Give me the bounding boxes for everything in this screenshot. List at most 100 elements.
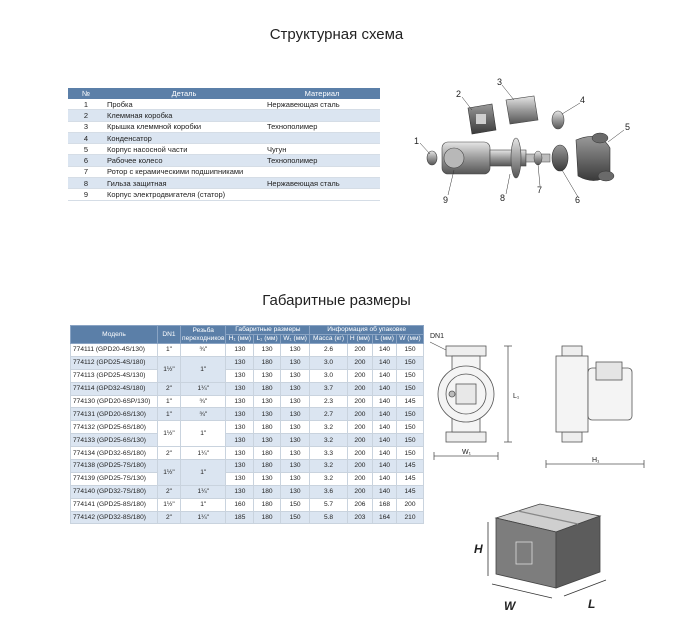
pump-dimension-drawing: DN1 L₁ W₁ H₁ bbox=[430, 333, 645, 468]
dims-header-pack: Информация об упаковке bbox=[309, 325, 424, 335]
dims-header-thread: Резьба переходников bbox=[179, 325, 227, 344]
dims-cell: 200 bbox=[346, 471, 374, 486]
dims-cell: 130 bbox=[225, 420, 255, 435]
parts-cell-part: Корпус электродвигателя (статор) bbox=[104, 188, 264, 201]
dims-cell: 140 bbox=[372, 343, 397, 357]
dims-cell: 130 bbox=[253, 394, 281, 409]
dims-cell: 130 bbox=[225, 446, 255, 461]
dims-cell: 200 bbox=[346, 420, 374, 435]
parts-cell-n: 9 bbox=[68, 188, 104, 201]
dims-cell: ¾" bbox=[179, 394, 227, 409]
parts-cell-n: 2 bbox=[68, 109, 104, 122]
dims-cell: 130 bbox=[279, 381, 311, 396]
dims-cell: 140 bbox=[372, 484, 397, 499]
dims-cell: 5.8 bbox=[309, 510, 348, 525]
parts-cell-material: Нержавеющая сталь bbox=[264, 99, 380, 111]
h1-label: H₁ bbox=[592, 457, 600, 464]
dims-subheader: H₁ (мм) bbox=[225, 334, 255, 344]
dims-cell: 145 bbox=[395, 394, 425, 409]
callout-2: 2 bbox=[456, 89, 461, 99]
dims-cell: 3.0 bbox=[309, 368, 348, 383]
dims-cell: 3.2 bbox=[309, 433, 348, 448]
dims-cell: ¾" bbox=[179, 407, 227, 422]
dims-cell: 774113 (GPD25-4S/130) bbox=[70, 368, 158, 383]
dims-cell: 130 bbox=[279, 343, 311, 357]
dims-cell: 1¼" bbox=[179, 381, 227, 396]
parts-cell-part: Крышка клеммной коробки bbox=[104, 121, 264, 133]
parts-cell-n: 8 bbox=[68, 177, 104, 190]
structure-title: Структурная схема bbox=[269, 26, 404, 43]
dims-cell: 206 bbox=[346, 497, 374, 512]
parts-cell-n: 1 bbox=[68, 99, 104, 111]
dims-cell: 2" bbox=[157, 446, 181, 461]
dims-cell: 130 bbox=[253, 471, 281, 486]
dims-header-dn1: DN1 bbox=[157, 325, 181, 344]
dims-cell: 3.7 bbox=[309, 381, 348, 396]
dims-cell: 130 bbox=[279, 484, 311, 499]
parts-cell-material: Технополимер bbox=[264, 154, 380, 167]
dims-cell: 180 bbox=[253, 484, 281, 499]
dims-cell: 140 bbox=[372, 355, 397, 370]
parts-cell-n: 3 bbox=[68, 121, 104, 133]
dims-cell: 2" bbox=[157, 381, 181, 396]
dims-cell: 200 bbox=[346, 446, 374, 461]
dims-cell: 130 bbox=[225, 381, 255, 396]
dims-cell: 145 bbox=[395, 471, 425, 486]
dims-cell: 180 bbox=[253, 355, 281, 370]
dims-cell: 180 bbox=[253, 446, 281, 461]
dims-cell: 1" bbox=[157, 394, 181, 409]
parts-cell-n: 7 bbox=[68, 166, 104, 179]
dn1-label: DN1 bbox=[430, 333, 444, 340]
parts-cell-part: Клеммная коробка bbox=[104, 109, 264, 122]
dims-cell: 2" bbox=[157, 510, 181, 525]
dims-cell: 1¼" bbox=[179, 510, 227, 525]
dims-cell: 3.3 bbox=[309, 446, 348, 461]
dims-cell: 130 bbox=[225, 343, 255, 357]
parts-cell-part: Ротор с керамическими подшипниками bbox=[104, 166, 264, 179]
dims-cell: 130 bbox=[279, 355, 311, 370]
parts-cell-part: Рабочее колесо bbox=[104, 154, 264, 167]
dims-cell: 5.7 bbox=[309, 497, 348, 512]
dims-cell: 145 bbox=[395, 459, 425, 473]
dims-cell: 164 bbox=[372, 510, 397, 525]
dims-cell: 180 bbox=[253, 510, 281, 525]
dims-cell: 200 bbox=[346, 368, 374, 383]
callout-9: 9 bbox=[443, 195, 448, 205]
parts-cell-material bbox=[264, 109, 380, 122]
dims-cell: 130 bbox=[225, 433, 255, 448]
dims-cell: 3.2 bbox=[309, 471, 348, 486]
dims-cell: 774132 (GPD25-6S/180) bbox=[70, 420, 158, 435]
dims-cell: 180 bbox=[253, 381, 281, 396]
dims-cell: 774139 (GPD25-7S/130) bbox=[70, 471, 158, 486]
parts-cell-part: Корпус насосной части bbox=[104, 143, 264, 156]
dims-subheader: W (мм) bbox=[395, 334, 425, 344]
callout-6: 6 bbox=[575, 195, 580, 205]
dims-cell: 130 bbox=[279, 471, 311, 486]
dims-cell: 130 bbox=[253, 368, 281, 383]
dims-cell: 150 bbox=[395, 446, 425, 461]
dims-cell: 180 bbox=[253, 459, 281, 473]
dims-cell: 774142 (GPD32-8S/180) bbox=[70, 510, 158, 525]
dims-cell: 1¼" bbox=[179, 484, 227, 499]
w1-label: W₁ bbox=[462, 449, 472, 456]
dims-cell: 774141 (GPD25-8S/180) bbox=[70, 497, 158, 512]
dims-cell: 130 bbox=[279, 420, 311, 435]
dims-cell: 150 bbox=[279, 510, 311, 525]
dims-cell: 130 bbox=[225, 407, 255, 422]
dims-cell: 140 bbox=[372, 407, 397, 422]
dims-cell: 185 bbox=[225, 510, 255, 525]
dims-cell: 774133 (GPD25-6S/130) bbox=[70, 433, 158, 448]
callout-3: 3 bbox=[497, 77, 502, 87]
dims-cell: 200 bbox=[346, 355, 374, 370]
parts-cell-n: 6 bbox=[68, 154, 104, 167]
